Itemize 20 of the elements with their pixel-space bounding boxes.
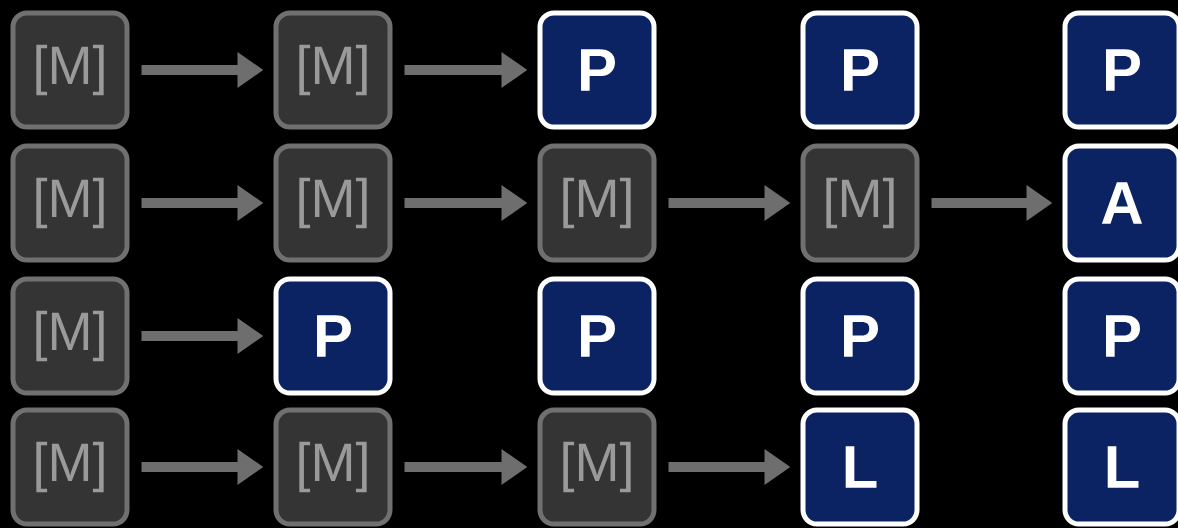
- letter-box: P: [1062, 276, 1178, 396]
- letter-box: P: [537, 276, 657, 396]
- letter-box: A: [1062, 143, 1178, 263]
- status-box: [M]: [273, 10, 393, 130]
- status-box: [M]: [537, 143, 657, 263]
- letter-box: L: [1062, 407, 1178, 527]
- letter-box: P: [800, 276, 920, 396]
- status-box: [M]: [273, 407, 393, 527]
- status-box: [M]: [537, 407, 657, 527]
- status-box: [M]: [10, 407, 130, 527]
- letter-box: L: [800, 407, 920, 527]
- letter-box: P: [1062, 10, 1178, 130]
- status-box: [M]: [10, 143, 130, 263]
- letter-box: P: [537, 10, 657, 130]
- status-box: [M]: [10, 10, 130, 130]
- status-box: [M]: [273, 143, 393, 263]
- status-box: [M]: [10, 276, 130, 396]
- letter-box: P: [800, 10, 920, 130]
- letter-box: P: [273, 276, 393, 396]
- status-box: [M]: [800, 143, 920, 263]
